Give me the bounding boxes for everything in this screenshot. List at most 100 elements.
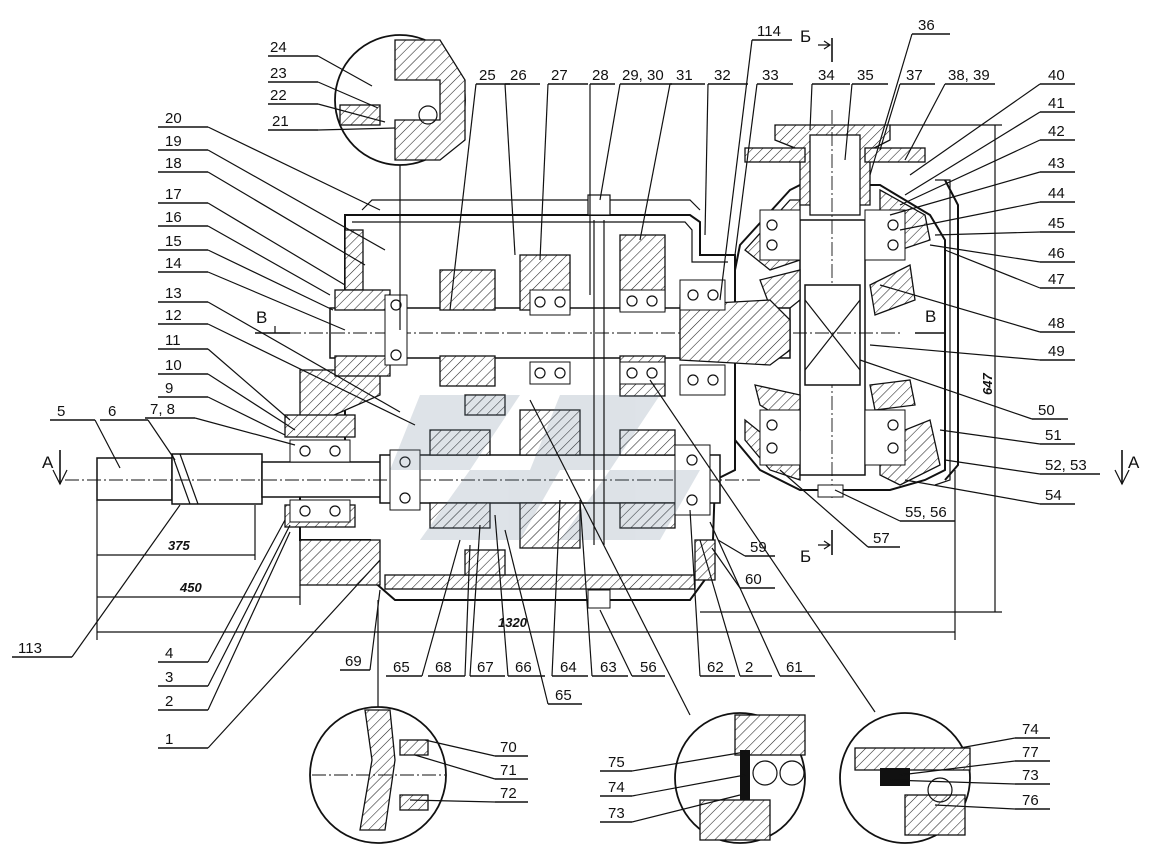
callout-20: 20 xyxy=(158,110,381,211)
callout-number: 34 xyxy=(818,67,835,84)
callout-number: 42 xyxy=(1048,123,1065,140)
callout-number: 51 xyxy=(1045,427,1062,444)
callout-44: 44 xyxy=(899,185,1075,231)
callout-61: 61 xyxy=(709,521,815,677)
final-drive-housing xyxy=(734,110,959,500)
svg-text:А: А xyxy=(42,453,54,472)
callout-19: 19 xyxy=(158,133,386,251)
callout-number: 76 xyxy=(1022,792,1039,809)
callout-31: 31 xyxy=(639,67,705,241)
callout-35: 35 xyxy=(844,67,888,161)
callout-number: 14 xyxy=(165,255,182,272)
callout-71: 71 xyxy=(414,754,528,780)
callout-number: 5 xyxy=(57,403,65,420)
callout-74a: 74 xyxy=(959,721,1050,749)
callout-15: 15 xyxy=(158,233,334,311)
callout-2: 2 xyxy=(158,531,291,711)
callout-114: 114 xyxy=(719,23,792,301)
callout-66: 66 xyxy=(494,514,545,677)
callout-69: 69 xyxy=(340,589,381,671)
callout-number: 49 xyxy=(1048,343,1065,360)
detail-view-top xyxy=(334,34,466,330)
callout-3: 3 xyxy=(158,524,291,687)
callout-number: 77 xyxy=(1022,744,1039,761)
callout-number: 26 xyxy=(510,67,527,84)
callout-42: 42 xyxy=(899,123,1075,206)
callout-number: 37 xyxy=(906,67,923,84)
callout-number: 48 xyxy=(1048,315,1065,332)
callout-number: 3 xyxy=(165,669,173,686)
detail-view-bottom-left xyxy=(309,600,447,844)
callout-number: 13 xyxy=(165,285,182,302)
callout-65a: 65 xyxy=(386,539,461,677)
callout-5: 5 xyxy=(50,403,121,469)
callout-number: 23 xyxy=(270,65,287,82)
callout-25: 25 xyxy=(449,67,510,311)
callout-number: 64 xyxy=(560,659,577,676)
callout-28: 28 xyxy=(589,67,615,295)
callout-number: 2 xyxy=(745,659,753,676)
callout-number: 74 xyxy=(608,779,625,796)
callout-64: 64 xyxy=(551,499,588,677)
callout-number: 16 xyxy=(165,209,182,226)
svg-text:375: 375 xyxy=(168,538,190,553)
callout-67: 67 xyxy=(469,524,505,677)
callout-number: 73 xyxy=(1022,767,1039,784)
callout-number: 46 xyxy=(1048,245,1065,262)
callout-number: 70 xyxy=(500,739,517,756)
callout-number: 28 xyxy=(592,67,609,84)
callout-7: 7, 8 xyxy=(145,401,296,446)
callout-number: 54 xyxy=(1045,487,1062,504)
callout-number: 19 xyxy=(165,133,182,150)
callout-34: 34 xyxy=(809,67,850,131)
callout-16: 16 xyxy=(158,209,331,296)
gearbox-housing xyxy=(299,199,736,601)
callout-number: 31 xyxy=(676,67,693,84)
callout-74b: 74 xyxy=(600,774,746,797)
callout-14: 14 xyxy=(158,255,346,331)
callout-36: 36 xyxy=(869,17,950,176)
bearing-lower-right xyxy=(864,409,906,466)
callout-47: 47 xyxy=(944,249,1075,289)
callout-24: 24 xyxy=(268,39,373,87)
callout-number: 56 xyxy=(640,659,657,676)
callout-51: 51 xyxy=(939,427,1075,445)
callout-40: 40 xyxy=(909,67,1075,176)
callout-number: 63 xyxy=(600,659,617,676)
callout-number: 45 xyxy=(1048,215,1065,232)
callout-56: 56 xyxy=(599,609,665,677)
callout-number: 71 xyxy=(500,762,517,779)
callout-75: 75 xyxy=(600,751,746,772)
callout-45: 45 xyxy=(934,215,1075,236)
section-a-left: А xyxy=(42,450,68,486)
callout-number: 35 xyxy=(857,67,874,84)
callout-23: 23 xyxy=(268,65,379,109)
callout-26: 26 xyxy=(504,67,540,256)
callout-number: 2 xyxy=(165,693,173,710)
callout-number: 65 xyxy=(555,687,572,704)
dimension-375: 375 xyxy=(96,500,256,640)
callout-number: 68 xyxy=(435,659,452,676)
callout-number: 47 xyxy=(1048,271,1065,288)
callout-59: 59 xyxy=(717,539,775,557)
callout-number: 18 xyxy=(165,155,182,172)
callout-73a: 73 xyxy=(600,794,741,823)
callout-12: 12 xyxy=(158,307,416,426)
callout-number: 24 xyxy=(270,39,287,56)
svg-text:450: 450 xyxy=(179,580,202,595)
callout-number: 43 xyxy=(1048,155,1065,172)
callout-54: 54 xyxy=(904,479,1075,505)
callout-4: 4 xyxy=(158,519,286,663)
input-shaft-bearings xyxy=(289,439,711,523)
callout-number: 11 xyxy=(165,332,181,349)
callout-52: 52, 53 xyxy=(944,457,1100,475)
callout-number: 17 xyxy=(165,186,182,203)
svg-text:Б: Б xyxy=(800,27,811,46)
callout-72: 72 xyxy=(409,785,528,803)
callout-number: 73 xyxy=(608,805,625,822)
detail-view-bottom-right xyxy=(839,712,971,844)
callout-number: 65 xyxy=(393,659,410,676)
callout-number: 21 xyxy=(272,113,289,130)
detail-view-bottom-middle xyxy=(674,712,806,844)
callout-18: 18 xyxy=(158,155,366,266)
